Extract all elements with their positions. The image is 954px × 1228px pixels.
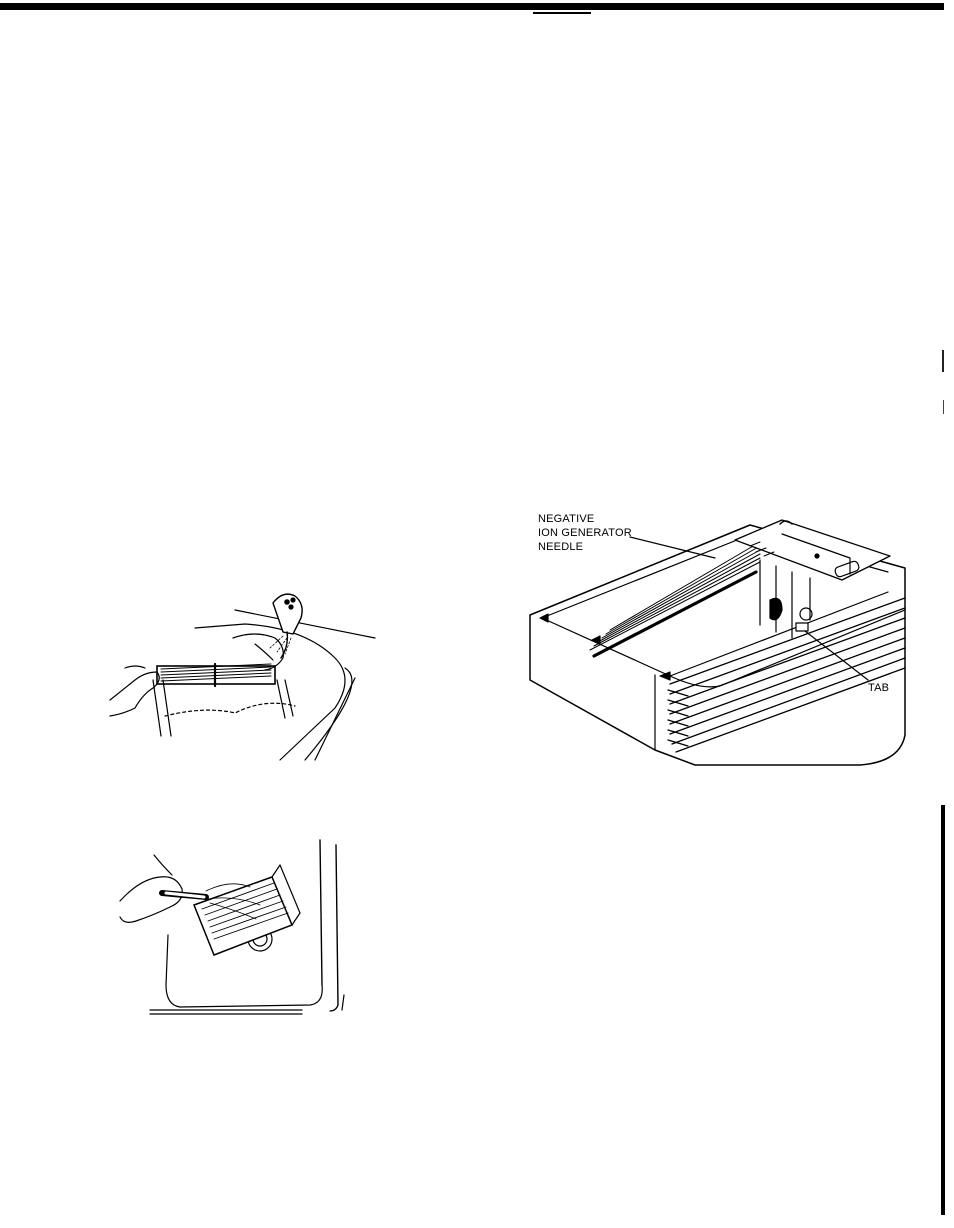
scan-mark xyxy=(943,400,944,414)
brush-cleaning-icon xyxy=(110,835,390,1020)
brush-cleaning-illustration xyxy=(110,835,390,1020)
needle-label-line2: ION GENERATOR xyxy=(538,527,632,540)
scan-mark xyxy=(942,350,944,372)
needle-label-line1: NEGATIVE xyxy=(538,513,594,526)
top-tick-mark xyxy=(533,12,591,14)
tab-label: TAB xyxy=(868,682,889,695)
sink-sprayer-icon xyxy=(105,588,380,763)
needle-label-line3: NEEDLE xyxy=(538,541,583,554)
sink-sprayer-rinse-illustration xyxy=(105,588,380,763)
page-edge-shadow xyxy=(941,805,945,1215)
top-rule xyxy=(0,3,944,10)
